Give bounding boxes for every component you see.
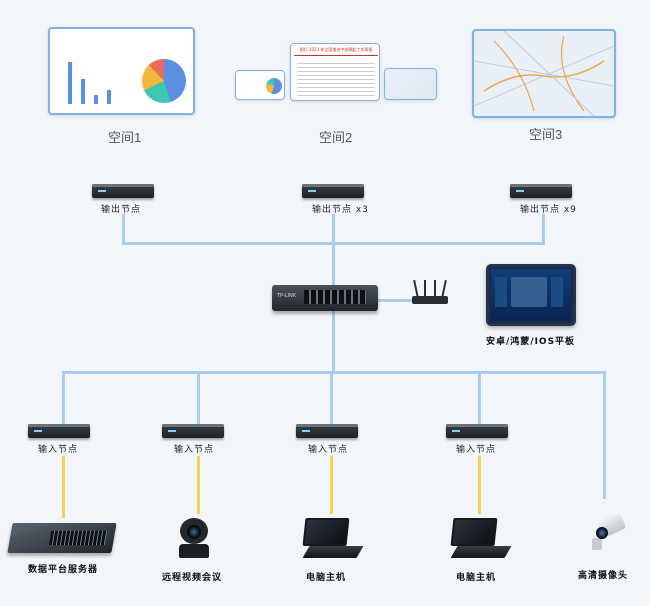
wire-output-node-1 xyxy=(122,214,125,244)
input-node-box xyxy=(446,424,508,438)
wire-switch-down xyxy=(332,311,335,373)
output-node-box xyxy=(92,184,154,198)
output-node-box xyxy=(302,184,364,198)
map-roads-icon xyxy=(474,31,614,116)
space2-right-screen xyxy=(384,68,437,100)
tablet-ui-sidebar xyxy=(551,277,563,307)
space2-doc-body xyxy=(297,60,375,98)
server-icon xyxy=(7,523,117,553)
space2-center-screen: 图灯 2023 年全国推进中部崛起工作简报 xyxy=(290,43,380,101)
laptop-base xyxy=(450,546,512,558)
router-antenna xyxy=(413,279,419,299)
space3-label: 空间3 xyxy=(529,127,563,142)
space1-mini-pie xyxy=(142,59,186,103)
space2-left-screen xyxy=(235,70,285,100)
wifi-router-icon xyxy=(412,279,448,304)
router-antenna xyxy=(434,280,436,298)
wire-input-bus xyxy=(62,371,606,374)
tablet-ui-sidebar xyxy=(495,277,507,307)
computer-label: 电脑主机 xyxy=(456,573,497,583)
conference-label: 远程视频会议 xyxy=(162,573,223,583)
computer-label: 电脑主机 xyxy=(306,573,347,583)
switch-ports xyxy=(304,290,366,304)
space1-label: 空间1 xyxy=(108,130,142,145)
hd-camera-label: 高清摄像头 xyxy=(578,571,629,581)
space1-mini-bar xyxy=(68,62,72,104)
server-label: 数据平台服务器 xyxy=(28,565,99,575)
input-node-label: 输入节点 xyxy=(174,445,215,455)
output-node-label: 输出节点 x9 xyxy=(520,205,577,215)
laptop-icon xyxy=(300,518,364,560)
wire-computer-1 xyxy=(330,456,333,514)
tablet-label: 安卓/鸿蒙/IOS平板 xyxy=(486,337,576,347)
hd-camera-icon xyxy=(588,511,627,552)
output-node-box xyxy=(510,184,572,198)
wire-output-node-2 xyxy=(332,214,335,286)
space2-doc-title: 图灯 2023 年全国推进中部崛起工作简报 xyxy=(294,47,378,56)
input-node-label: 输入节点 xyxy=(308,445,349,455)
input-node-box xyxy=(296,424,358,438)
wire-conference xyxy=(197,456,200,514)
wire-camera xyxy=(603,371,606,499)
hd-camera-mount xyxy=(592,538,602,550)
laptop-icon xyxy=(448,518,512,560)
switch-brand: TP-LINK xyxy=(277,293,297,299)
input-node-box xyxy=(162,424,224,438)
laptop-base xyxy=(302,546,364,558)
wire-computer-2 xyxy=(478,456,481,514)
space2-mini-pie xyxy=(266,78,282,94)
tablet-device-icon xyxy=(486,264,576,326)
space1-screen xyxy=(48,27,195,115)
laptop-lid xyxy=(450,518,498,546)
space3-map-screen xyxy=(472,29,616,118)
network-switch: TP-LINK xyxy=(272,285,378,311)
space1-mini-bar xyxy=(107,90,111,104)
tablet-screen xyxy=(491,269,571,321)
wire-input-node-1 xyxy=(62,371,65,425)
wire-output-node-3 xyxy=(542,214,545,244)
output-node-label: 输出节点 xyxy=(101,205,142,215)
output-node-label: 输出节点 x3 xyxy=(312,205,369,215)
input-node-box xyxy=(28,424,90,438)
wire-input-node-4 xyxy=(478,371,481,425)
server-drive-bays xyxy=(48,531,108,545)
space1-mini-bar xyxy=(94,95,98,104)
space2-label: 空间2 xyxy=(319,130,353,145)
tablet-ui-panel xyxy=(511,277,547,307)
conference-camera-lens xyxy=(187,525,201,539)
input-node-label: 输入节点 xyxy=(456,445,497,455)
wire-switch-router xyxy=(378,299,412,302)
input-node-label: 输入节点 xyxy=(38,445,79,455)
router-antenna xyxy=(441,279,447,299)
router-antenna xyxy=(424,280,426,298)
laptop-lid xyxy=(302,518,350,546)
hd-camera-lens xyxy=(596,527,608,539)
space1-mini-bar xyxy=(81,79,85,104)
conference-camera-icon xyxy=(175,518,213,558)
wire-server xyxy=(62,456,65,518)
wire-input-node-3 xyxy=(330,371,333,425)
conference-camera-base xyxy=(179,544,209,558)
wire-input-node-2 xyxy=(197,371,200,425)
